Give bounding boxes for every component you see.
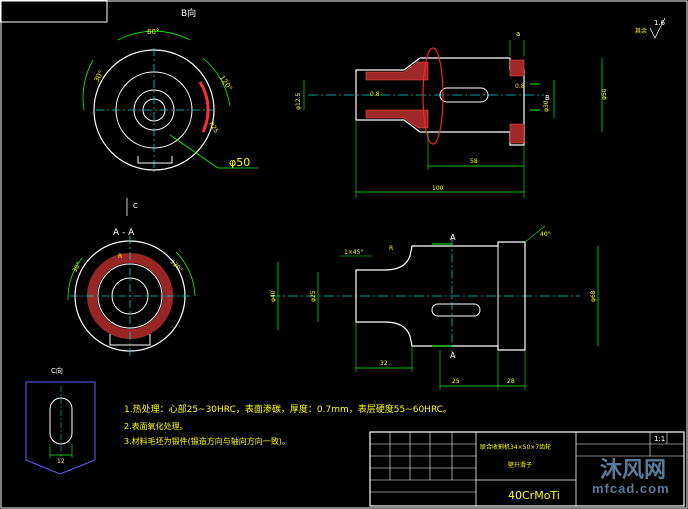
part-name: 壁升滑子: [508, 461, 532, 469]
section-a-top: A: [450, 233, 456, 242]
bw-dia50: φ50: [229, 156, 250, 169]
c-arrow: C: [126, 198, 138, 216]
b-view-label: B向: [181, 7, 196, 19]
side-r: R: [389, 245, 393, 252]
section-aa-label: A - A: [113, 228, 135, 238]
main-view-top: a φ12.5 0.8 0.8 φ30 φ50 58 100 B: [295, 30, 608, 198]
main-view-side: 1×45° R φ40 φ25 φ68 32 25 28 40° A A: [270, 225, 599, 390]
top-a: a: [516, 30, 520, 38]
section-a-bottom: A: [450, 351, 456, 360]
roughness-symbol: 其余 1.6: [635, 17, 666, 39]
top-08-b: 0.8: [515, 83, 525, 90]
section-aa: A - A 30° 120° R: [67, 228, 196, 356]
roughness-value: 1.6: [654, 19, 666, 27]
corner-tag-box: [0, 0, 108, 23]
title-block: 联合收割机34×50×7齿轮 壁升滑子 40CrMoTi 1:1: [369, 431, 685, 507]
top-08-a: 0.8: [370, 91, 380, 98]
scale: 1:1: [654, 435, 665, 443]
detail-c: C向 12: [25, 366, 96, 475]
side-chamfer: 1×45°: [344, 249, 363, 256]
side-dia40: φ40: [270, 290, 277, 302]
note-2: 2.表面氧化处理。: [124, 421, 188, 431]
b-view: B向 60° 30° 120° R25 φ50: [82, 7, 258, 172]
side-28: 28: [507, 378, 515, 385]
bw-angle-30: 30°: [93, 69, 106, 84]
top-12: φ12.5: [295, 93, 302, 111]
top-100: 100: [432, 185, 444, 192]
material: 40CrMoTi: [508, 489, 560, 502]
side-25: 25: [452, 378, 460, 385]
side-dia68: φ68: [590, 290, 597, 302]
roughness-prefix: 其余: [635, 27, 647, 35]
c-label: C: [133, 202, 138, 210]
part-title: 联合收割机34×50×7齿轮: [480, 443, 551, 451]
bw-angle-60: 60°: [147, 28, 159, 36]
detail-c-label: C向: [51, 366, 63, 375]
technical-notes: 1.热处理：心部25~30HRC，表面渗碳，厚度：0.7mm，表层硬度55~60…: [124, 403, 452, 446]
note-3: 3.材料毛坯为锻件(锻造方向与轴向方向一致)。: [124, 436, 290, 446]
note-1: 1.热处理：心部25~30HRC，表面渗碳，厚度：0.7mm，表层硬度55~60…: [124, 403, 452, 415]
aa-r: R: [118, 253, 122, 260]
side-32: 32: [380, 360, 388, 367]
side-40deg: 40°: [540, 231, 551, 238]
side-dia25: φ25: [310, 290, 317, 302]
detail-12: 12: [57, 458, 65, 465]
top-dia50: φ50: [601, 88, 608, 100]
section-b-label: B: [545, 94, 550, 102]
top-dia30: φ30: [543, 100, 550, 112]
bw-angle-120: 120°: [218, 74, 234, 92]
top-58: 58: [470, 158, 478, 165]
watermark-url: mfcad.com: [592, 481, 670, 496]
aa-30: 30°: [71, 261, 82, 274]
watermark-logo: 沐风网: [600, 457, 667, 482]
aa-120: 120°: [169, 258, 184, 273]
